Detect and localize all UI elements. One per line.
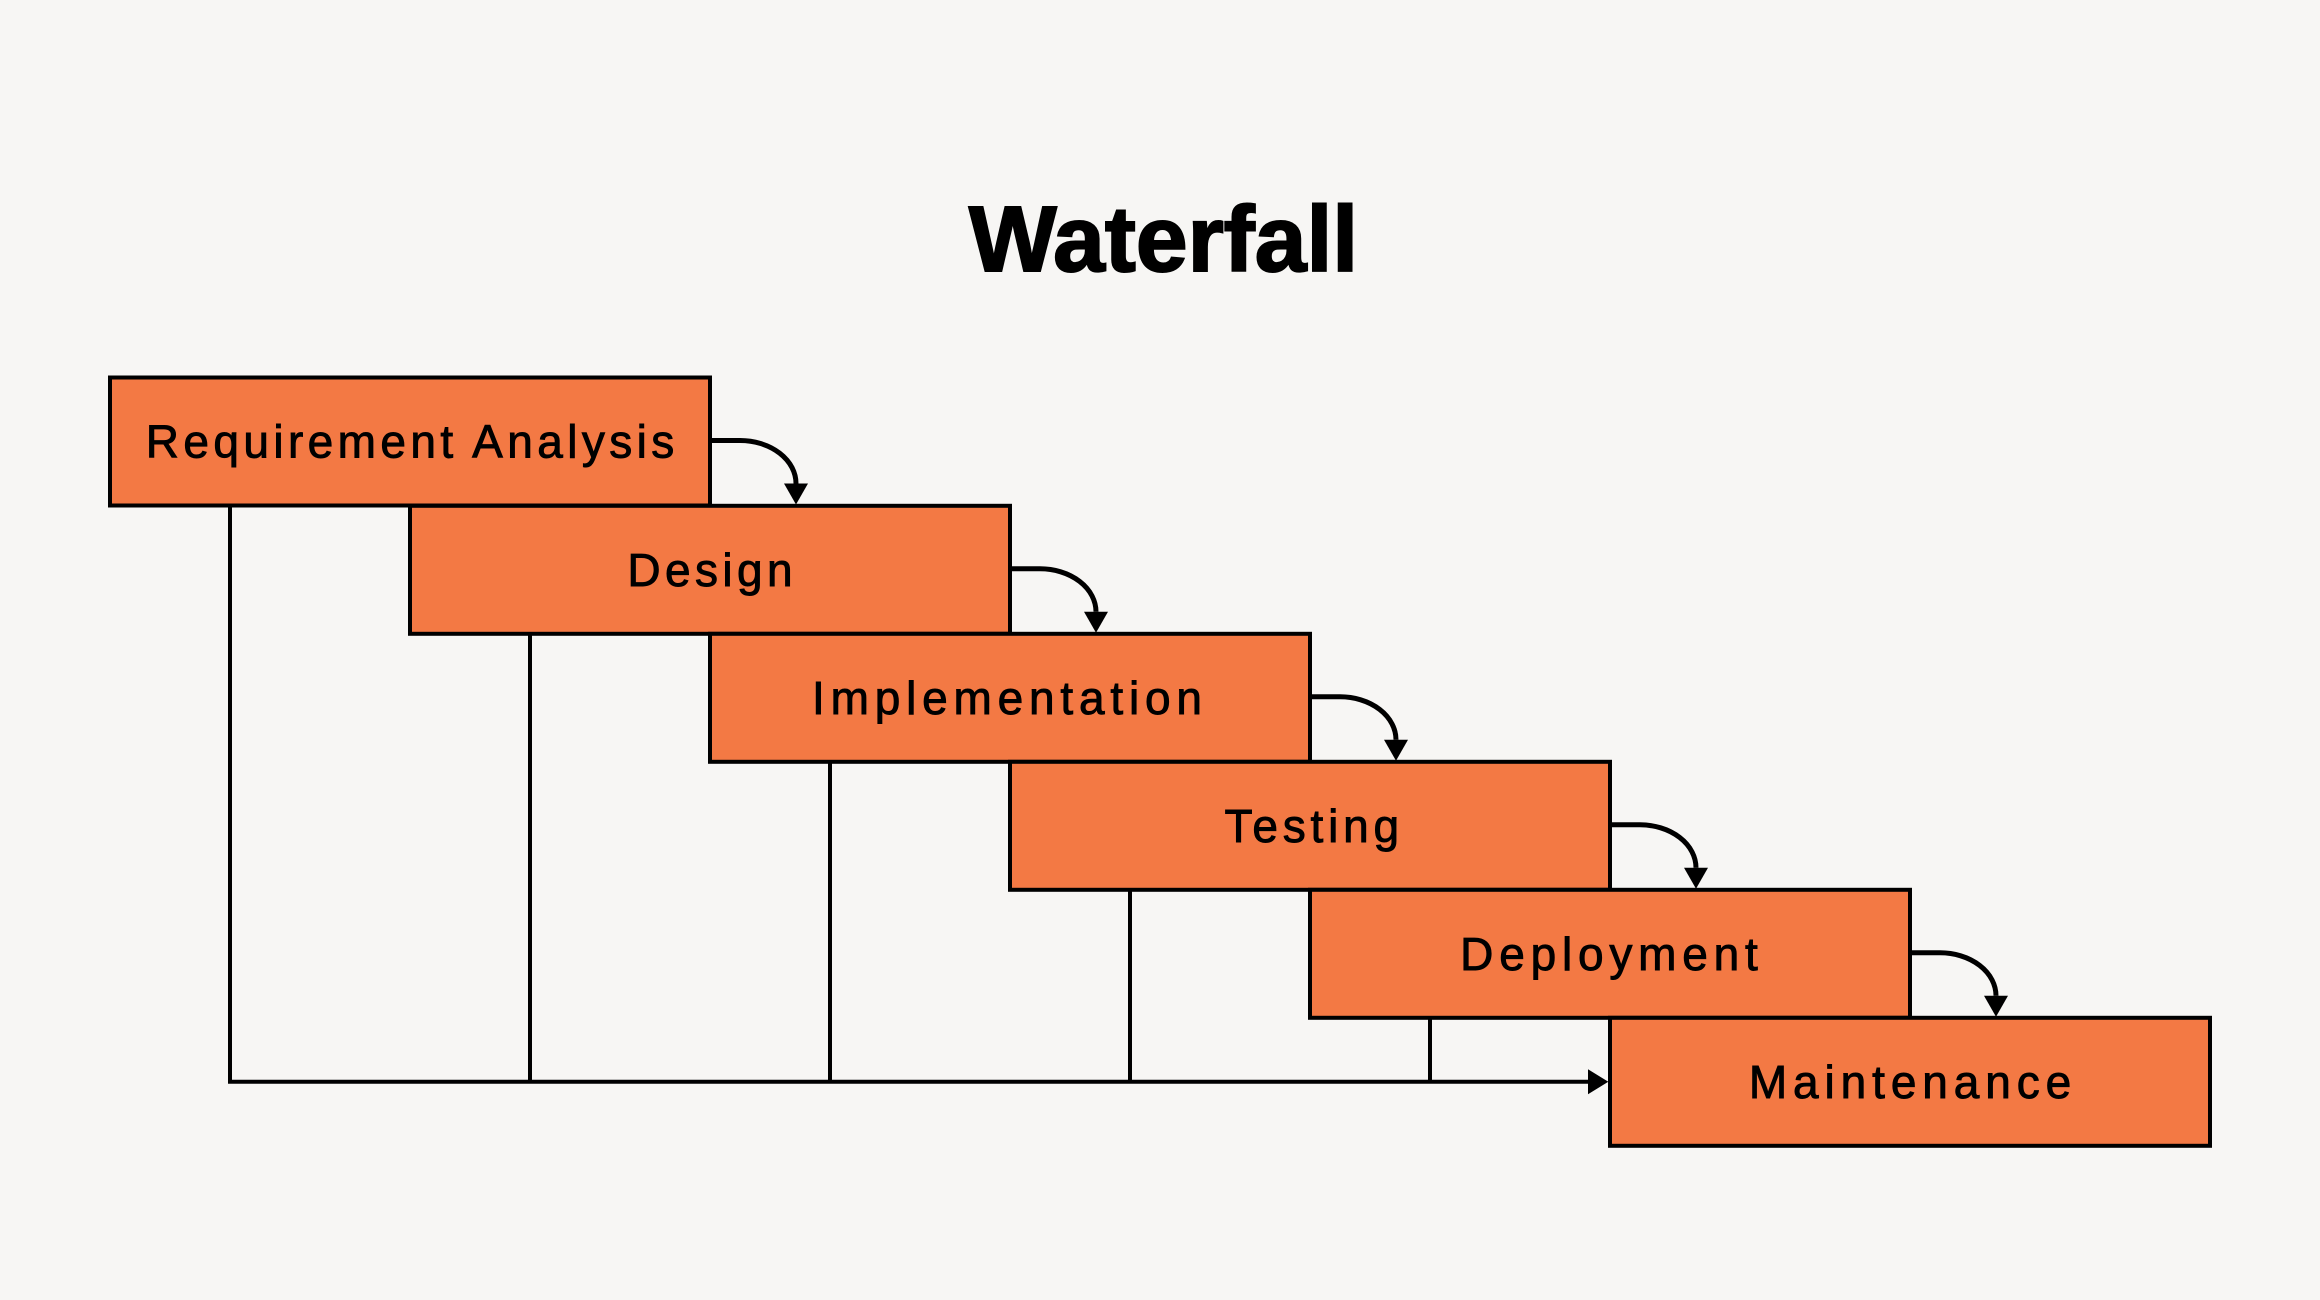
svg-text:Requirement Analysis: Requirement Analysis xyxy=(146,416,679,468)
svg-text:Maintenance: Maintenance xyxy=(1749,1056,2077,1108)
svg-text:Design: Design xyxy=(627,544,797,596)
svg-text:Waterfall: Waterfall xyxy=(969,187,1358,291)
svg-text:Testing: Testing xyxy=(1225,800,1404,852)
svg-text:Implementation: Implementation xyxy=(812,672,1208,724)
svg-text:Deployment: Deployment xyxy=(1460,928,1763,980)
